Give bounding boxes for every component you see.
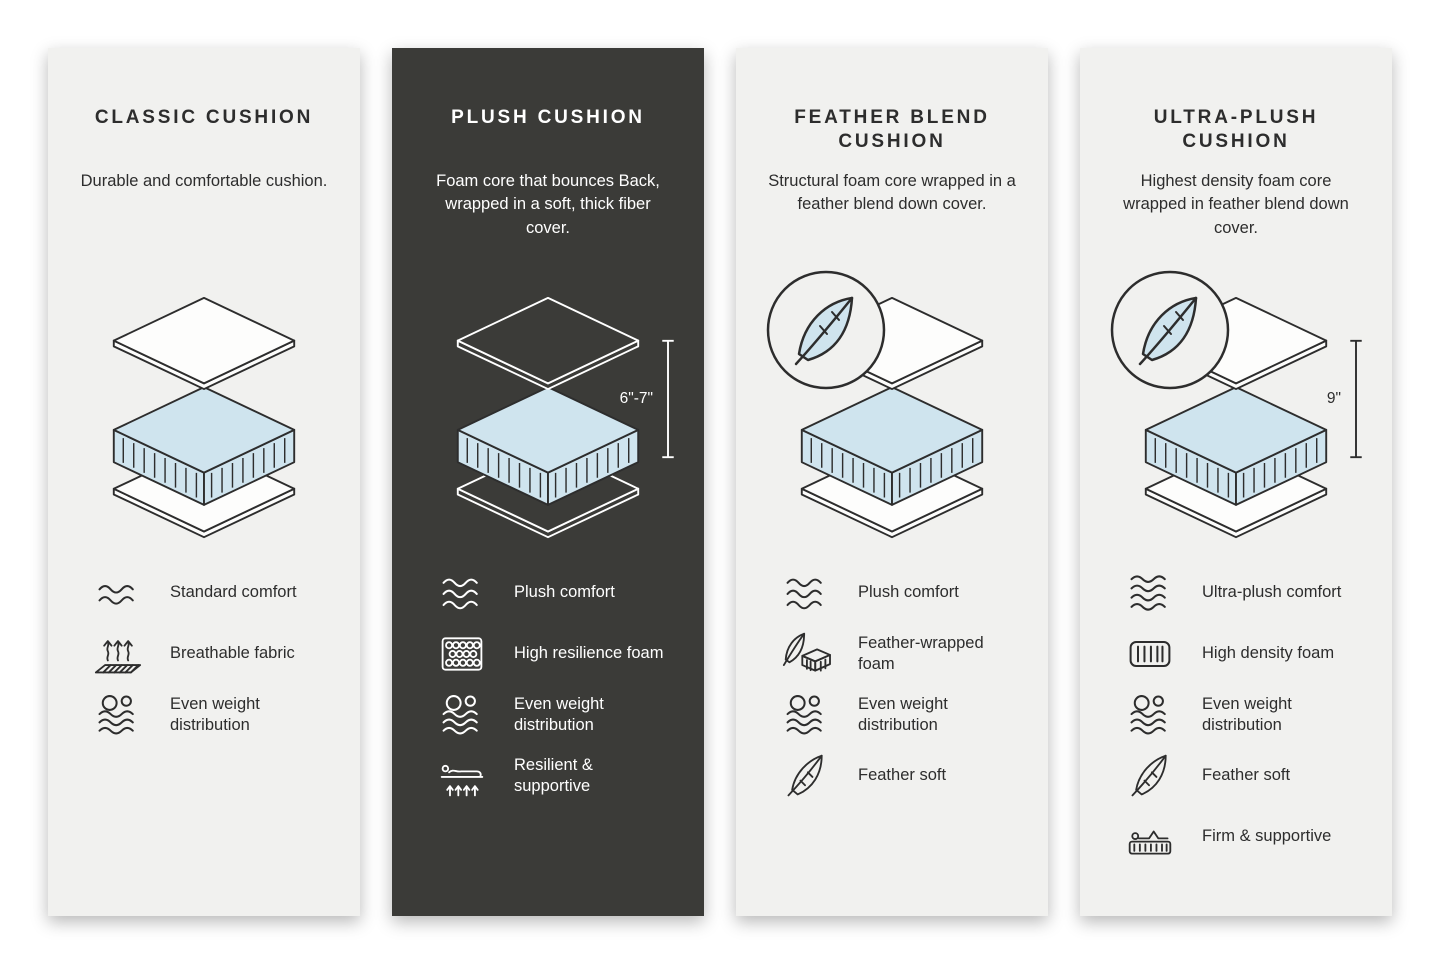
feature-label: Feather-wrapped foam <box>858 633 984 673</box>
feature-row: Even weight distribution <box>436 691 704 739</box>
panel-title: ULTRA-PLUSH CUSHION <box>1153 107 1319 152</box>
panel-classic-cushion: CLASSIC CUSHION Durable and comfortable … <box>48 48 360 916</box>
panel-description: Structural foam core wrapped in a feathe… <box>768 172 1016 214</box>
panel-description: Foam core that bounces Back, wrapped in … <box>436 172 660 237</box>
measurement-label: 6"-7" <box>619 390 653 407</box>
waves-icon <box>92 569 144 617</box>
feather-icon <box>1124 752 1176 800</box>
feature-row: Standard comfort <box>92 569 360 617</box>
measurement-line-icon <box>660 336 676 462</box>
feature-label: Even weight distribution <box>858 694 948 734</box>
feather-foam-icon <box>780 630 832 678</box>
density-foam-icon <box>1124 630 1176 678</box>
feature-label: Firm & supportive <box>1202 827 1332 846</box>
feature-row: Breathable fabric <box>92 630 360 678</box>
panel-plush-cushion: PLUSH CUSHION Foam core that bounces Bac… <box>392 48 704 916</box>
feather-badge-icon <box>764 268 888 392</box>
feature-row: Firm & supportive <box>1124 813 1392 861</box>
feather-badge-icon <box>1108 268 1232 392</box>
feature-row: Even weight distribution <box>780 691 1048 739</box>
feature-label: Resilient & supportive <box>514 755 593 795</box>
weight-distribution-icon <box>780 691 832 739</box>
panel-description: Durable and comfortable cushion. <box>80 172 328 190</box>
feature-label: Even weight distribution <box>1202 694 1292 734</box>
feature-list: Plush comfort Feather-wrapped foam Even … <box>780 569 1048 800</box>
weight-distribution-icon <box>92 691 144 739</box>
cushion-layers-diagram <box>778 296 1006 541</box>
feature-label: Plush comfort <box>858 583 959 602</box>
height-measurement: 9" <box>1327 336 1364 462</box>
height-measurement: 6"-7" <box>620 336 676 462</box>
feature-row: Even weight distribution <box>1124 691 1392 739</box>
feature-label: Breathable fabric <box>170 644 295 663</box>
feature-row: Feather soft <box>1124 752 1392 800</box>
cushion-layers-icon <box>90 296 318 541</box>
waves-icon <box>1124 569 1176 617</box>
feature-list: Plush comfort High resilience foam Even … <box>436 569 704 800</box>
panel-title: PLUSH CUSHION <box>451 107 645 128</box>
feature-row: High resilience foam <box>436 630 704 678</box>
feature-row: Ultra-plush comfort <box>1124 569 1392 617</box>
feather-icon <box>780 752 832 800</box>
feature-list: Ultra-plush comfort High density foam Ev… <box>1124 569 1392 861</box>
panel-description: Highest density foam core wrapped in fea… <box>1123 172 1349 237</box>
feature-label: Ultra-plush comfort <box>1202 583 1342 602</box>
waves-icon <box>780 569 832 617</box>
feature-label: Plush comfort <box>514 583 615 602</box>
cushion-layers-diagram: 9" <box>1122 296 1350 541</box>
panel-title: FEATHER BLEND CUSHION <box>794 107 990 152</box>
feature-label: Even weight distribution <box>170 694 260 734</box>
feature-row: High density foam <box>1124 630 1392 678</box>
feature-label: Even weight distribution <box>514 694 604 734</box>
feature-label: High density foam <box>1202 644 1335 663</box>
panel-ultra-plush-cushion: ULTRA-PLUSH CUSHION Highest density foam… <box>1080 48 1392 916</box>
feature-label: Feather soft <box>858 766 947 785</box>
foam-cells-icon <box>436 630 488 678</box>
feature-row: Feather-wrapped foam <box>780 630 1048 678</box>
feature-row: Plush comfort <box>436 569 704 617</box>
feature-row: Even weight distribution <box>92 691 360 739</box>
cushion-layers-diagram: 6"-7" <box>434 296 662 541</box>
cushion-layers-diagram <box>90 296 318 541</box>
feature-row: Plush comfort <box>780 569 1048 617</box>
measurement-line-icon <box>1348 336 1364 462</box>
waves-icon <box>436 569 488 617</box>
breathable-fabric-icon <box>92 630 144 678</box>
panel-title: CLASSIC CUSHION <box>94 107 314 128</box>
feature-row: Resilient & supportive <box>436 752 704 800</box>
feature-row: Feather soft <box>780 752 1048 800</box>
feature-list: Standard comfort Breathable fabric Even … <box>92 569 360 739</box>
resilient-supportive-icon <box>436 752 488 800</box>
feature-label: Standard comfort <box>170 583 297 602</box>
feature-label: Feather soft <box>1202 766 1291 785</box>
panel-feather-blend-cushion: FEATHER BLEND CUSHION Structural foam co… <box>736 48 1048 916</box>
firm-supportive-icon <box>1124 813 1176 861</box>
feature-label: High resilience foam <box>514 644 664 663</box>
measurement-label: 9" <box>1326 390 1341 407</box>
weight-distribution-icon <box>436 691 488 739</box>
weight-distribution-icon <box>1124 691 1176 739</box>
